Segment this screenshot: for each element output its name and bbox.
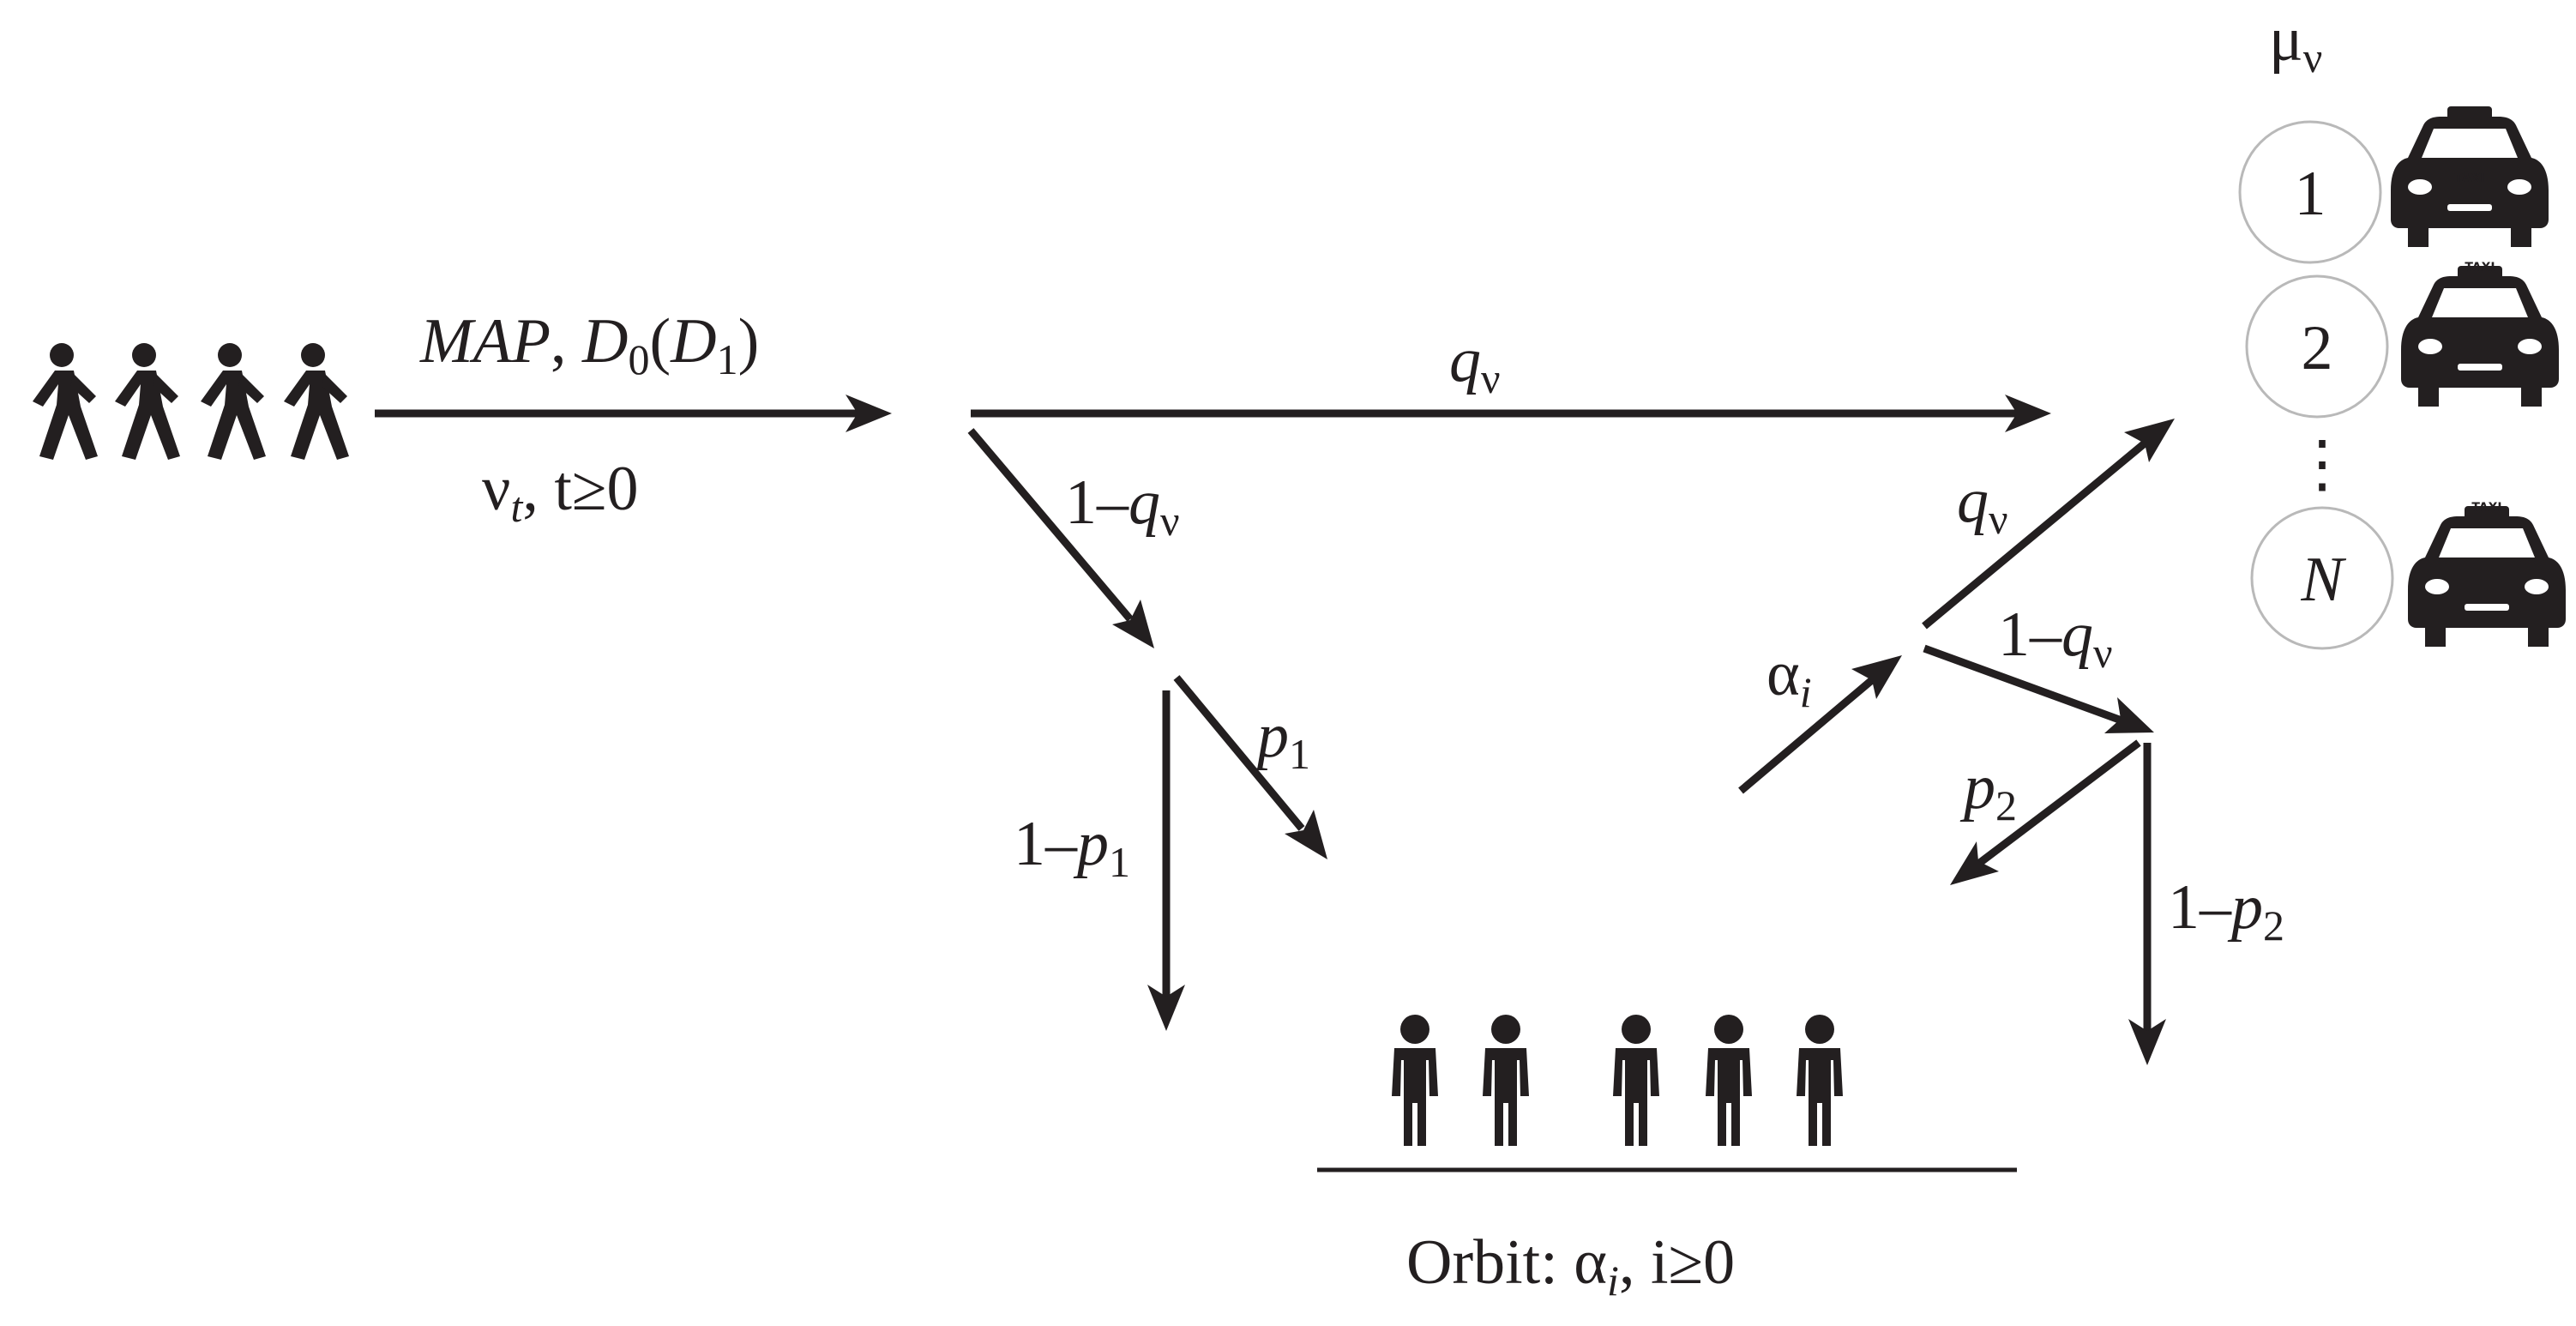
- retrial-rate-label: αi: [1766, 639, 1812, 716]
- left-leave-prob-label: 1–p1: [1014, 809, 1130, 886]
- left-join-orbit-arrow: [1173, 675, 1327, 859]
- taxi-icon: TAXI: [2401, 261, 2559, 407]
- server-1: 1: [2238, 120, 2382, 264]
- right-leave-arrow: [2128, 743, 2166, 1065]
- retrial-service-arrow: [1922, 419, 2175, 630]
- right-return-prob-label: p2: [1959, 752, 2017, 829]
- taxi-sign-2: TAXI: [2465, 261, 2495, 274]
- server-n-label: N: [2300, 545, 2346, 615]
- server-2-label: 2: [2302, 313, 2333, 383]
- server-n: N: [2250, 506, 2394, 650]
- left-busy-prob-label: 1–qν: [1065, 467, 1180, 545]
- retrial-arrow: [1738, 655, 1902, 794]
- retrial-busy-prob-label: 1–qν: [1998, 600, 2113, 677]
- taxi-icon: TAXI: [2391, 106, 2549, 247]
- direct-service-prob-label: qν: [1449, 325, 1501, 402]
- left-leave-arrow: [1147, 690, 1185, 1031]
- direct-service-arrow: [971, 395, 2051, 432]
- server-2: 2: [2245, 274, 2389, 419]
- server-ellipsis: ⋮: [2290, 430, 2354, 500]
- left-join-prob-label: p1: [1253, 701, 1310, 778]
- retrial-busy-arrow: [1923, 644, 2154, 733]
- taxi-sign-1: TAXI: [2454, 172, 2484, 185]
- retrial-service-prob-label: qν: [1957, 466, 2008, 543]
- left-busy-arrow: [967, 428, 1154, 648]
- arrival-arrow: [375, 395, 892, 432]
- orbit-customers-icon: [1392, 1015, 1843, 1146]
- orbit-label: Orbit: αi, i≥0: [1406, 1227, 1735, 1305]
- server-1-label: 1: [2295, 159, 2326, 229]
- taxi-icon: TAXI: [2408, 501, 2566, 647]
- service-rate-label: μν: [2269, 4, 2322, 81]
- arrival-rate-label: νt, t≥0: [482, 454, 639, 531]
- right-leave-prob-label: 1–p2: [2168, 872, 2284, 949]
- right-return-orbit-arrow: [1950, 739, 2141, 885]
- arriving-customers-icon: [33, 343, 349, 460]
- taxi-sign-3: TAXI: [2471, 501, 2501, 515]
- arrival-process-label: MAP, D0(D1): [419, 306, 759, 383]
